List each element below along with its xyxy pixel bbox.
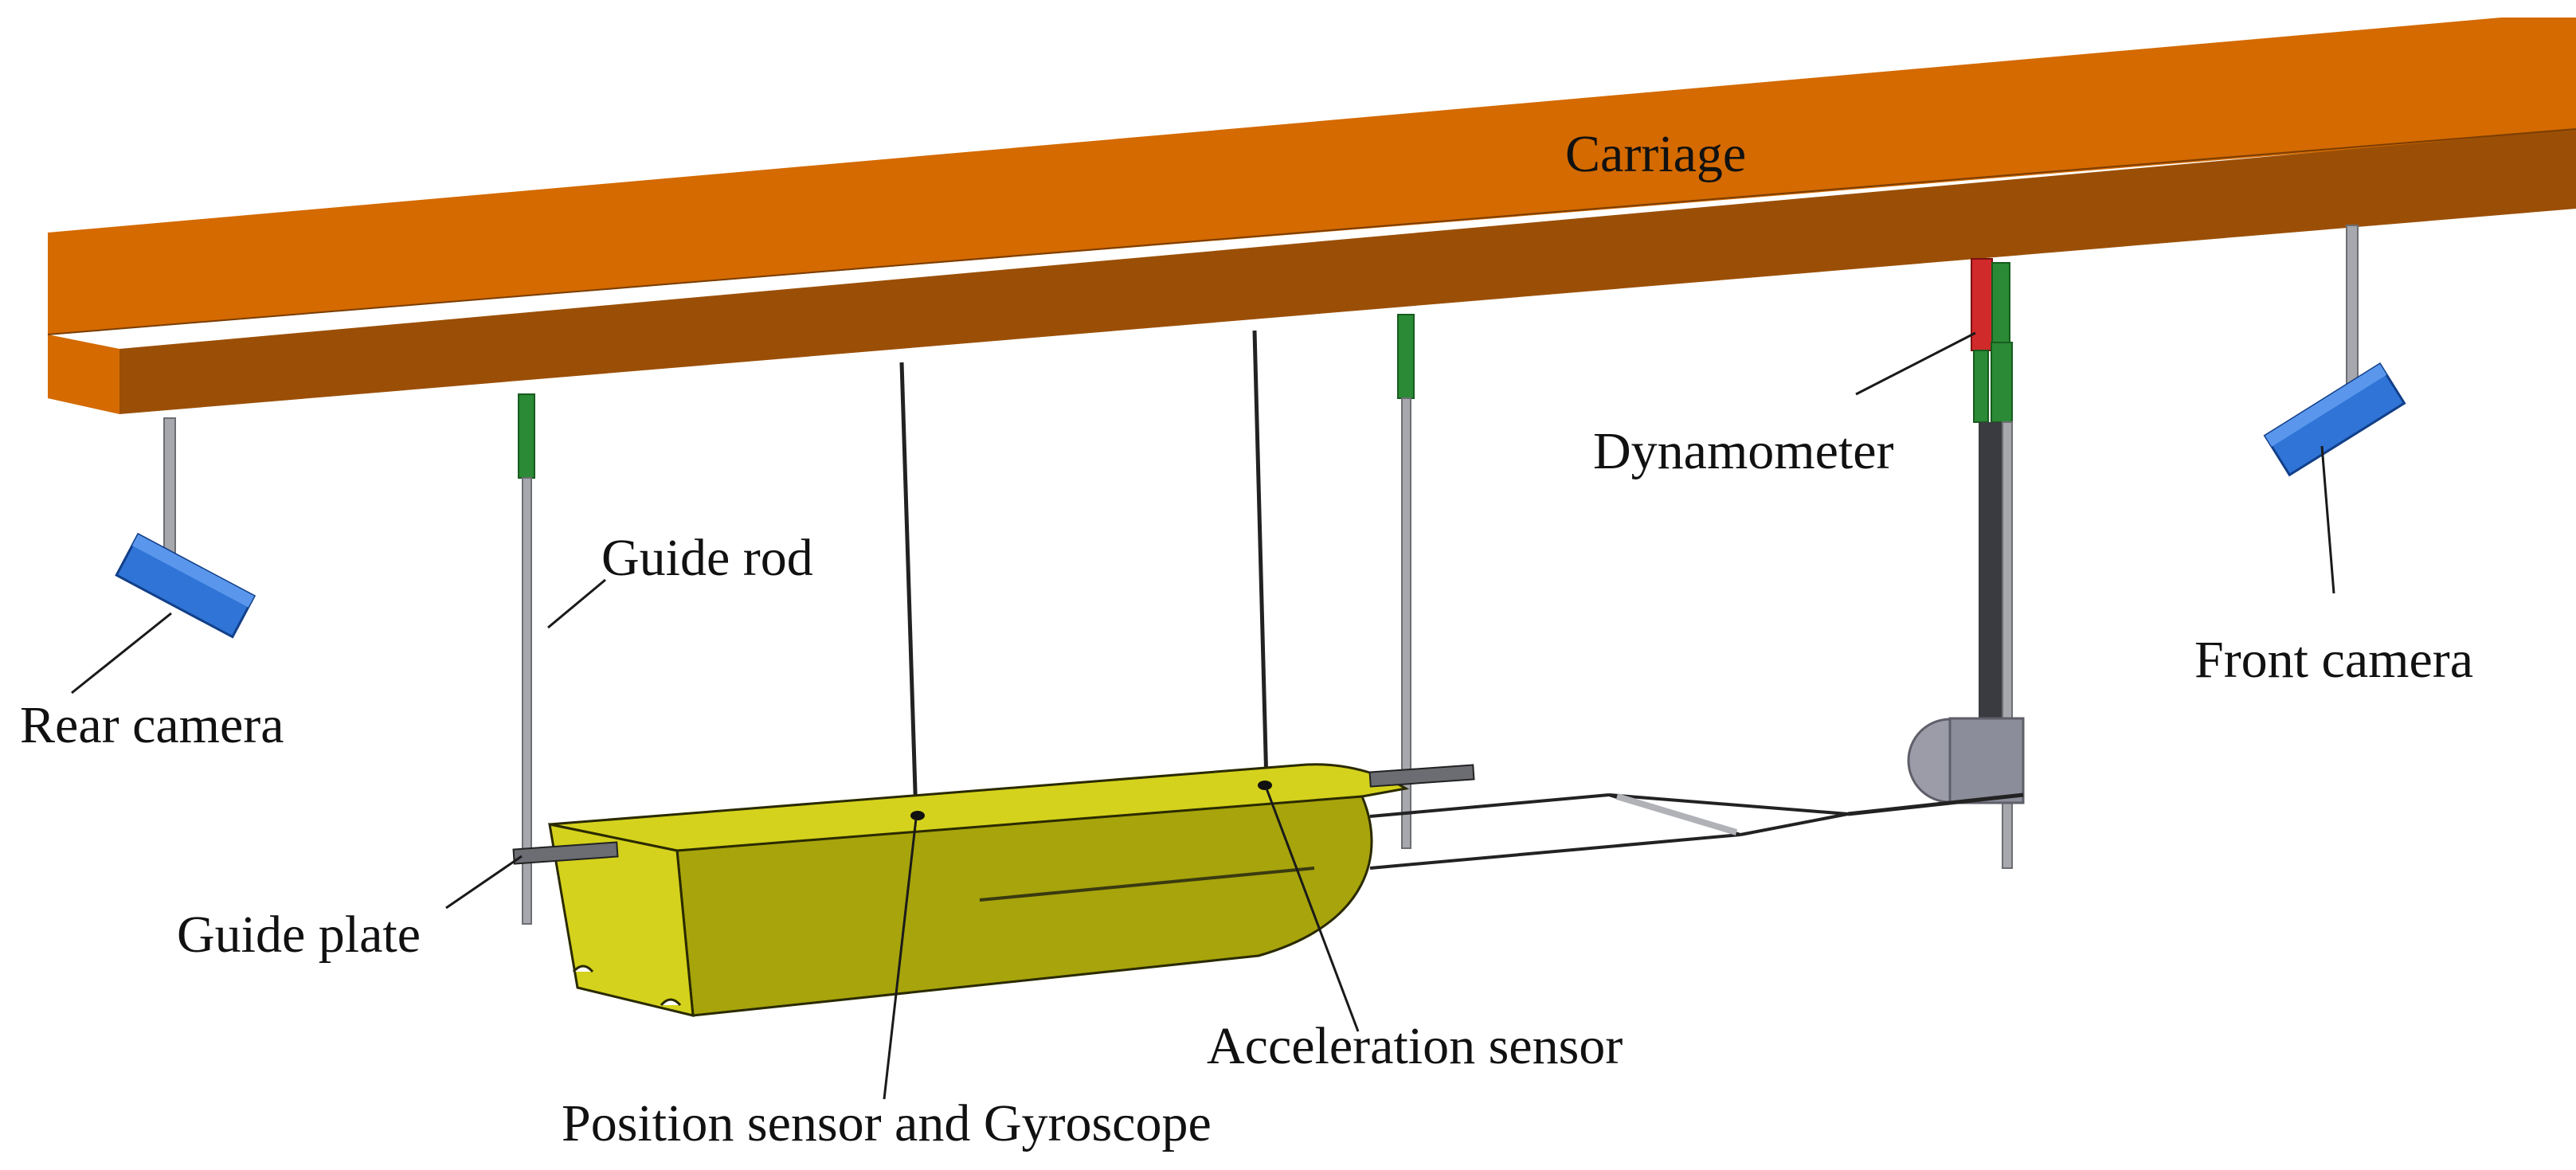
hull-model <box>548 763 1410 1017</box>
front-camera <box>2263 225 2406 477</box>
tow-lines <box>1369 792 2024 870</box>
guide-plate-rear <box>512 841 619 865</box>
leader-guide-plate <box>445 855 523 910</box>
front-camera-body <box>2263 362 2406 477</box>
hull-side <box>675 795 1373 1017</box>
leader-front-camera <box>2320 445 2335 594</box>
rear-camera <box>115 417 256 639</box>
carriage-front-face <box>119 129 2576 414</box>
carriage-left-end <box>48 335 119 414</box>
carriage-top-face <box>48 18 2576 335</box>
suspension-wire-fwd <box>1252 330 1269 785</box>
leader-dynamometer <box>1855 331 1976 396</box>
dynamometer-red-element <box>1971 258 1993 351</box>
acceleration-sensor-point <box>1258 781 1272 790</box>
guide-rod-rear <box>518 393 535 925</box>
label-front-camera: Front camera <box>2194 631 2473 689</box>
leader-rear-camera <box>71 612 172 695</box>
suspension-wire-aft <box>899 362 918 817</box>
label-dynamometer: Dynamometer <box>1593 422 1894 480</box>
label-position-sensor-gyroscope: Position sensor and Gyroscope <box>562 1094 1212 1152</box>
position-sensor-point <box>910 811 925 820</box>
guide-rod-front <box>1397 314 1415 849</box>
front-camera-mount <box>2346 225 2359 389</box>
tow-link-bar <box>1615 793 1738 835</box>
leader-position-sensor <box>883 818 918 1100</box>
label-acceleration-sensor: Acceleration sensor <box>1207 1017 1623 1075</box>
carriage-edge <box>47 128 2576 335</box>
label-rear-camera: Rear camera <box>20 696 284 754</box>
carriage <box>47 18 2576 414</box>
guide-plate-front <box>1368 764 1475 788</box>
pulley <box>1907 717 2025 804</box>
rear-camera-mount <box>163 417 176 558</box>
leader-acceleration-sensor <box>1265 788 1360 1032</box>
label-carriage: Carriage <box>1565 125 1746 183</box>
label-guide-plate: Guide plate <box>177 906 421 964</box>
label-guide-rod: Guide rod <box>601 529 813 587</box>
leader-guide-rod <box>547 578 606 629</box>
